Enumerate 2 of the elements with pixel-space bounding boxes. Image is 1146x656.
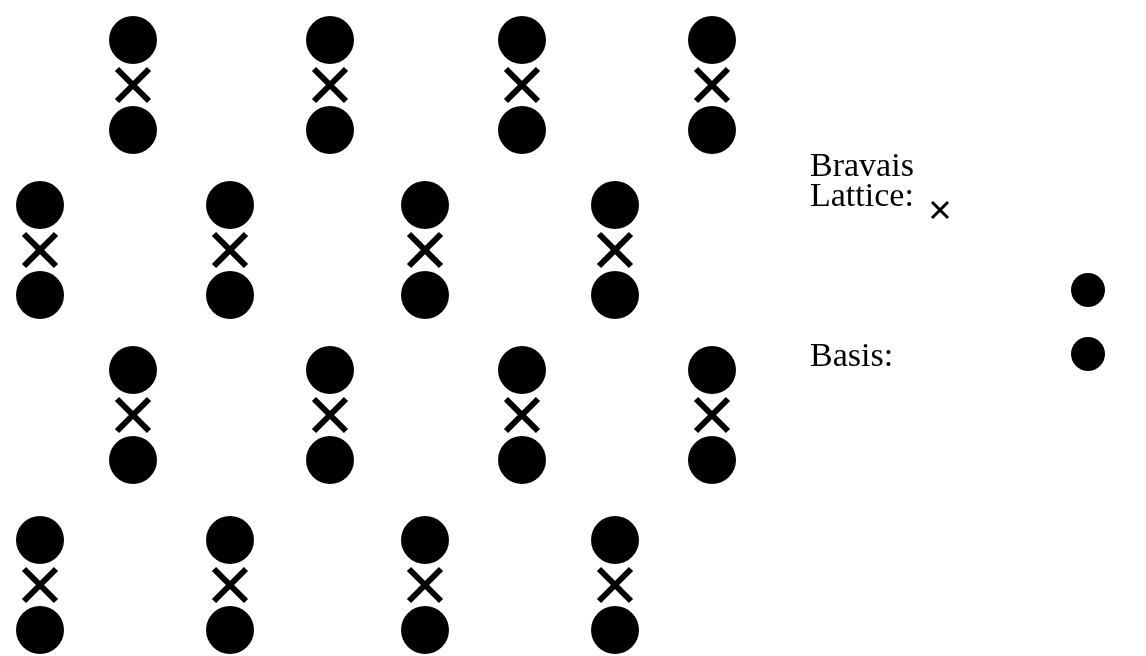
legend-label: Bravais Lattice:	[810, 150, 915, 210]
legend-label: Basis:	[810, 340, 895, 370]
